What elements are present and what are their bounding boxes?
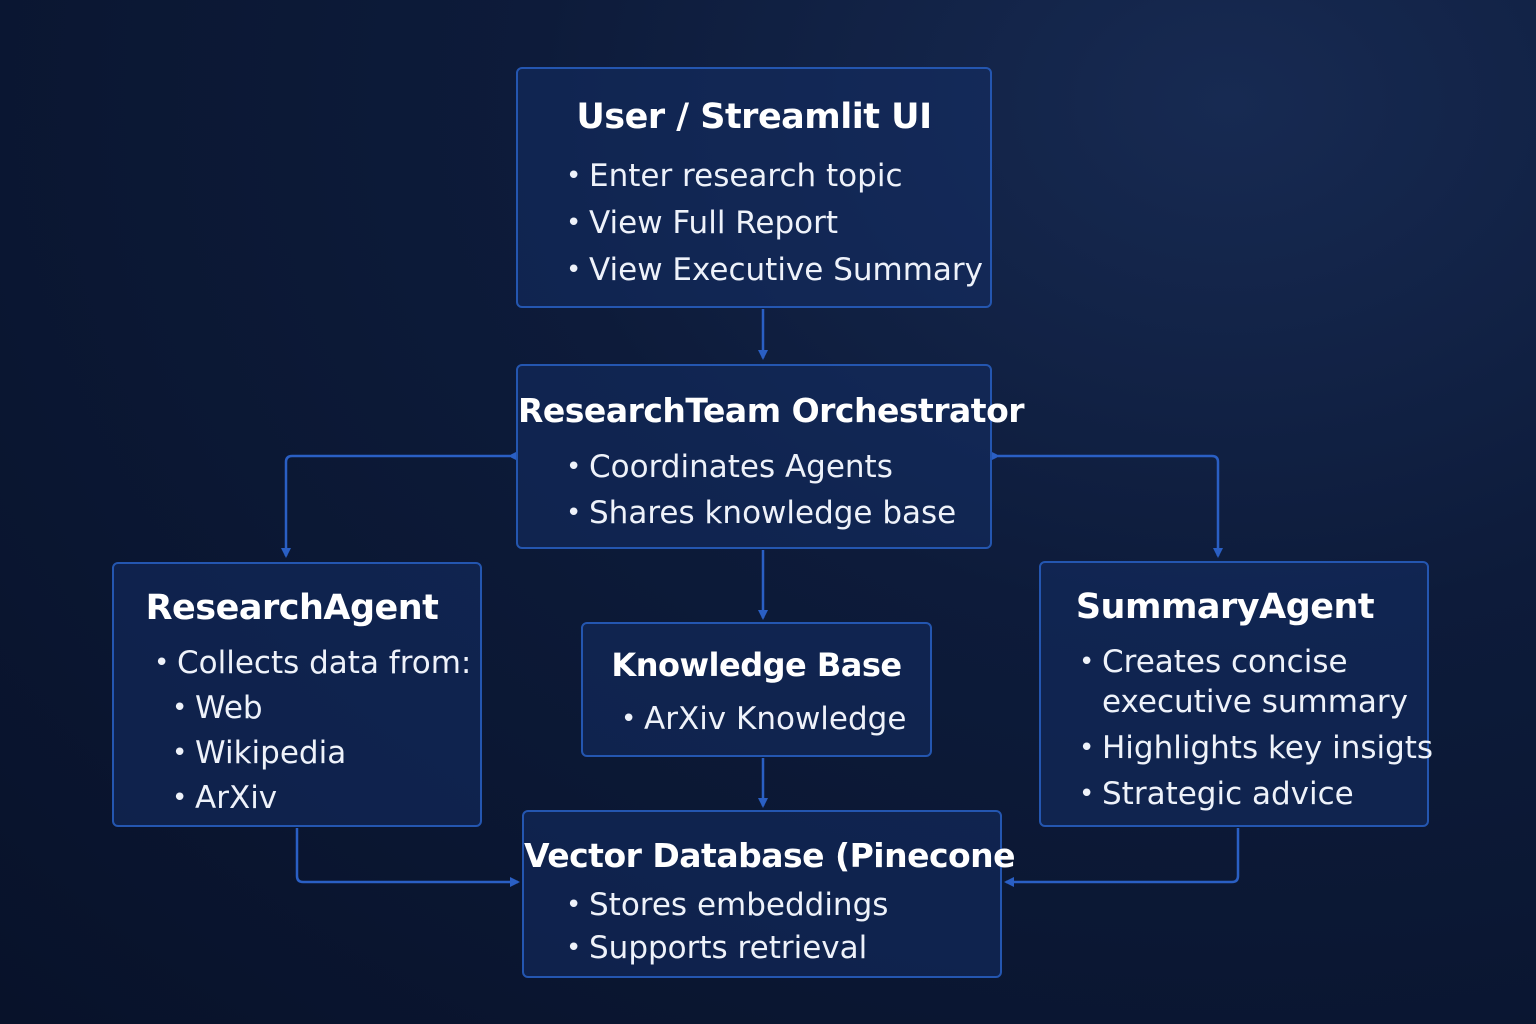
summary-agent-title: SummaryAgent (1075, 587, 1375, 627)
list-item: Supports retrieval (566, 933, 888, 964)
orchestrator-title: ResearchTeam Orchestrator (518, 391, 1025, 430)
knowledge-base-title: Knowledge Base (611, 646, 902, 684)
arrow-orchestrator-to-research-agent (281, 451, 518, 558)
vector-db-list: Stores embeddings Supports retrieval (566, 890, 888, 964)
list-item: Stores embeddings (566, 890, 888, 921)
vector-db-title: Vector Database (Pinecone (524, 836, 1016, 875)
research-agent-node: ResearchAgent Collects data from: Web Wi… (112, 562, 482, 827)
orchestrator-list: Coordinates Agents Shares knowledge base (566, 452, 956, 529)
list-item: Collects data from: (154, 648, 471, 679)
list-item: Highlights key insigts (1079, 733, 1433, 764)
knowledge-base-node: Knowledge Base ArXiv Knowledge (581, 622, 932, 757)
summary-agent-node: SummaryAgent Creates concise executive s… (1039, 561, 1433, 827)
arrow-summary-agent-to-vector-db (1004, 828, 1240, 887)
list-item: executive summary (1102, 684, 1409, 720)
list-item: Enter research topic (566, 161, 983, 192)
list-item: View Executive Summary (566, 255, 983, 286)
user-ui-title: User / Streamlit UI (576, 97, 932, 137)
list-item: Wikipedia (172, 738, 471, 769)
list-item: Strategic advice (1079, 779, 1433, 810)
list-item: Web (172, 693, 471, 724)
list-item: ArXiv Knowledge (621, 704, 906, 735)
arrow-research-agent-to-vector-db (295, 828, 520, 887)
list-item: Shares knowledge base (566, 498, 956, 529)
research-agent-title: ResearchAgent (145, 588, 439, 628)
orchestrator-node: ResearchTeam Orchestrator Coordinates Ag… (516, 364, 1025, 549)
knowledge-base-list: ArXiv Knowledge (621, 704, 906, 735)
list-item: View Full Report (566, 208, 983, 239)
user-ui-node: User / Streamlit UI Enter research topic… (516, 67, 992, 308)
list-item: Coordinates Agents (566, 452, 956, 483)
arrow-orchestrator-to-summary-agent (990, 451, 1223, 558)
list-item: Creates concise (1079, 647, 1433, 678)
list-item: ArXiv (172, 783, 471, 814)
summary-agent-list: Creates concise executive summary Highli… (1079, 647, 1433, 810)
vector-db-node: Vector Database (Pinecone Stores embeddi… (522, 810, 1016, 978)
user-ui-list: Enter research topic View Full Report Vi… (566, 161, 983, 286)
research-agent-list: Collects data from: Web Wikipedia ArXiv (154, 648, 471, 814)
